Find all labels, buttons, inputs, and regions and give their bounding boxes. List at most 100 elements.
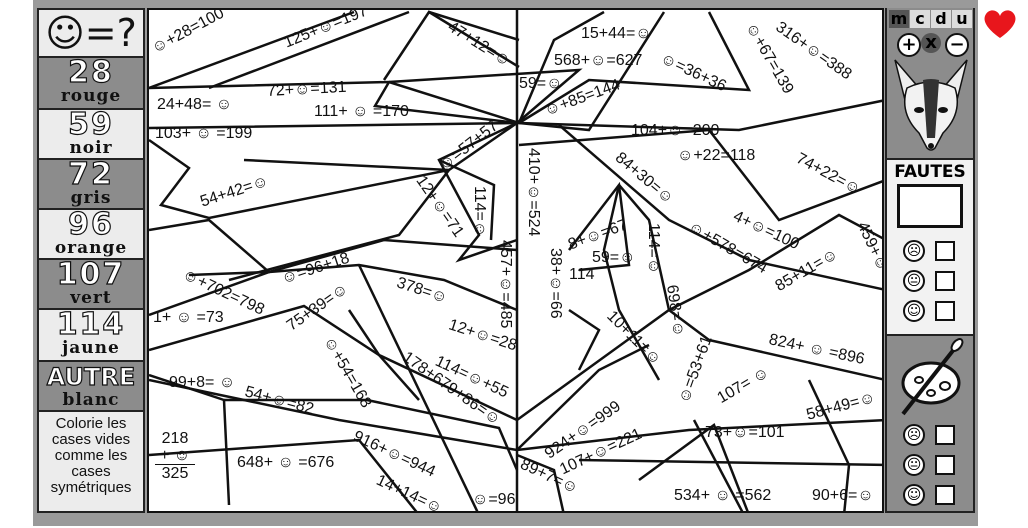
possum-icon [894,59,968,151]
region-line [268,263,518,312]
region-line [149,378,518,452]
rating-checkbox[interactable] [935,425,955,445]
equation-label: 59=☺ [519,75,563,92]
region-line [516,343,650,451]
puzzle-outlines [149,10,882,511]
region-line [807,379,851,466]
region-line [843,464,851,511]
errors-count-box[interactable] [897,184,963,228]
region-line [602,184,661,381]
equation-label: 103+ ☺ =199 [155,125,253,142]
legend-color: vert [70,288,112,308]
region-line [516,453,565,511]
region-line [438,158,496,241]
errors-label: FAUTES [894,162,966,182]
equation-label: 1+ ☺ =73 [153,309,224,326]
region-line [516,418,882,452]
rating-checkbox[interactable] [935,241,955,261]
region-line [149,10,355,90]
legend-color: gris [70,188,112,208]
region-line [558,124,882,291]
region-line [357,264,479,511]
legend-color: blanc [62,390,120,410]
column-addition: 218 + ☺ 325 [155,430,195,482]
equation-label: ☺+22=118 [677,147,756,164]
sum: 325 [161,465,189,482]
place-value-c: c [910,10,930,28]
legend-number: 96 [68,207,114,242]
region-line [578,458,882,467]
region-line [228,158,452,282]
coloring-panel: ☹ 😐 ☺ [887,336,973,511]
plus-icon: + [897,33,921,57]
sad-face-icon: ☹ [903,240,925,262]
sad-face-icon: ☹ [903,424,925,446]
region-line [372,81,518,125]
legend-color: noir [69,138,113,158]
legend-number: 114 [56,307,126,342]
place-value-d: d [931,10,951,28]
equation-label: 73+☺=101 [705,424,785,441]
legend-number: 28 [68,55,114,90]
region-line [516,213,882,422]
equation-label: 15+44=☺ [581,25,652,42]
region-line [692,419,744,511]
equation-label: ☺=96 [472,491,516,508]
region-line [568,181,631,272]
region-line [149,304,518,422]
place-value-m: m [889,9,909,28]
legend-color: orange [54,238,128,258]
region-line [188,238,518,277]
legend-number: 72 [68,157,114,192]
errors-panel: FAUTES ☹ 😐 ☺ [887,160,973,334]
region-line [517,10,605,124]
neutral-face-icon: 😐 [903,454,925,476]
right-panel: m c d u + x − FAUTES ☹ 😐 ☺ ☹ � [885,8,975,513]
region-line [224,398,519,471]
equation-label: 38+☺=66 [547,248,564,319]
equation-label: 24+48= ☺ [157,96,233,113]
region-line [518,11,752,125]
region-line [568,308,601,371]
region-line [618,184,710,341]
neutral-face-icon: 😐 [903,270,925,292]
equation-label: 114=☺ [471,186,488,238]
region-line [149,438,418,511]
equation-label: 534+ ☺ =562 [674,487,772,504]
equation-label: 99+8= ☺ [169,374,236,391]
rating-checkbox[interactable] [935,455,955,475]
equation-label: 410+☺=524 [525,148,542,237]
region-line [149,80,520,130]
equation-label: 568+☺=627 [554,52,643,69]
region-line [428,10,520,42]
happy-face-icon: ☺ [903,300,925,322]
region-line [437,121,518,263]
rating-checkbox[interactable] [935,271,955,291]
rating-checkbox[interactable] [935,301,955,321]
region-line [388,68,583,124]
equation-label: 104+☺=200 [631,122,720,139]
legend-number: 107 [56,257,126,292]
region-line [708,338,882,381]
legend-color: rouge [60,86,122,106]
region-line [518,11,666,132]
equation-label: 114 [569,266,595,283]
region-line [149,218,272,317]
palette-icon [901,338,964,416]
legend-header: ☺=? [39,10,143,56]
equation-label: 648+ ☺ =676 [237,454,335,471]
addend-unknown: + ☺ [155,447,195,465]
multiply-icon: x [921,33,941,53]
instructions: Colorie les cases vides comme les cases … [39,412,143,511]
rating-checkbox[interactable] [935,485,955,505]
legend-number: AUTRE [46,362,136,391]
equation-label: 111+ ☺ =170 [314,103,409,120]
